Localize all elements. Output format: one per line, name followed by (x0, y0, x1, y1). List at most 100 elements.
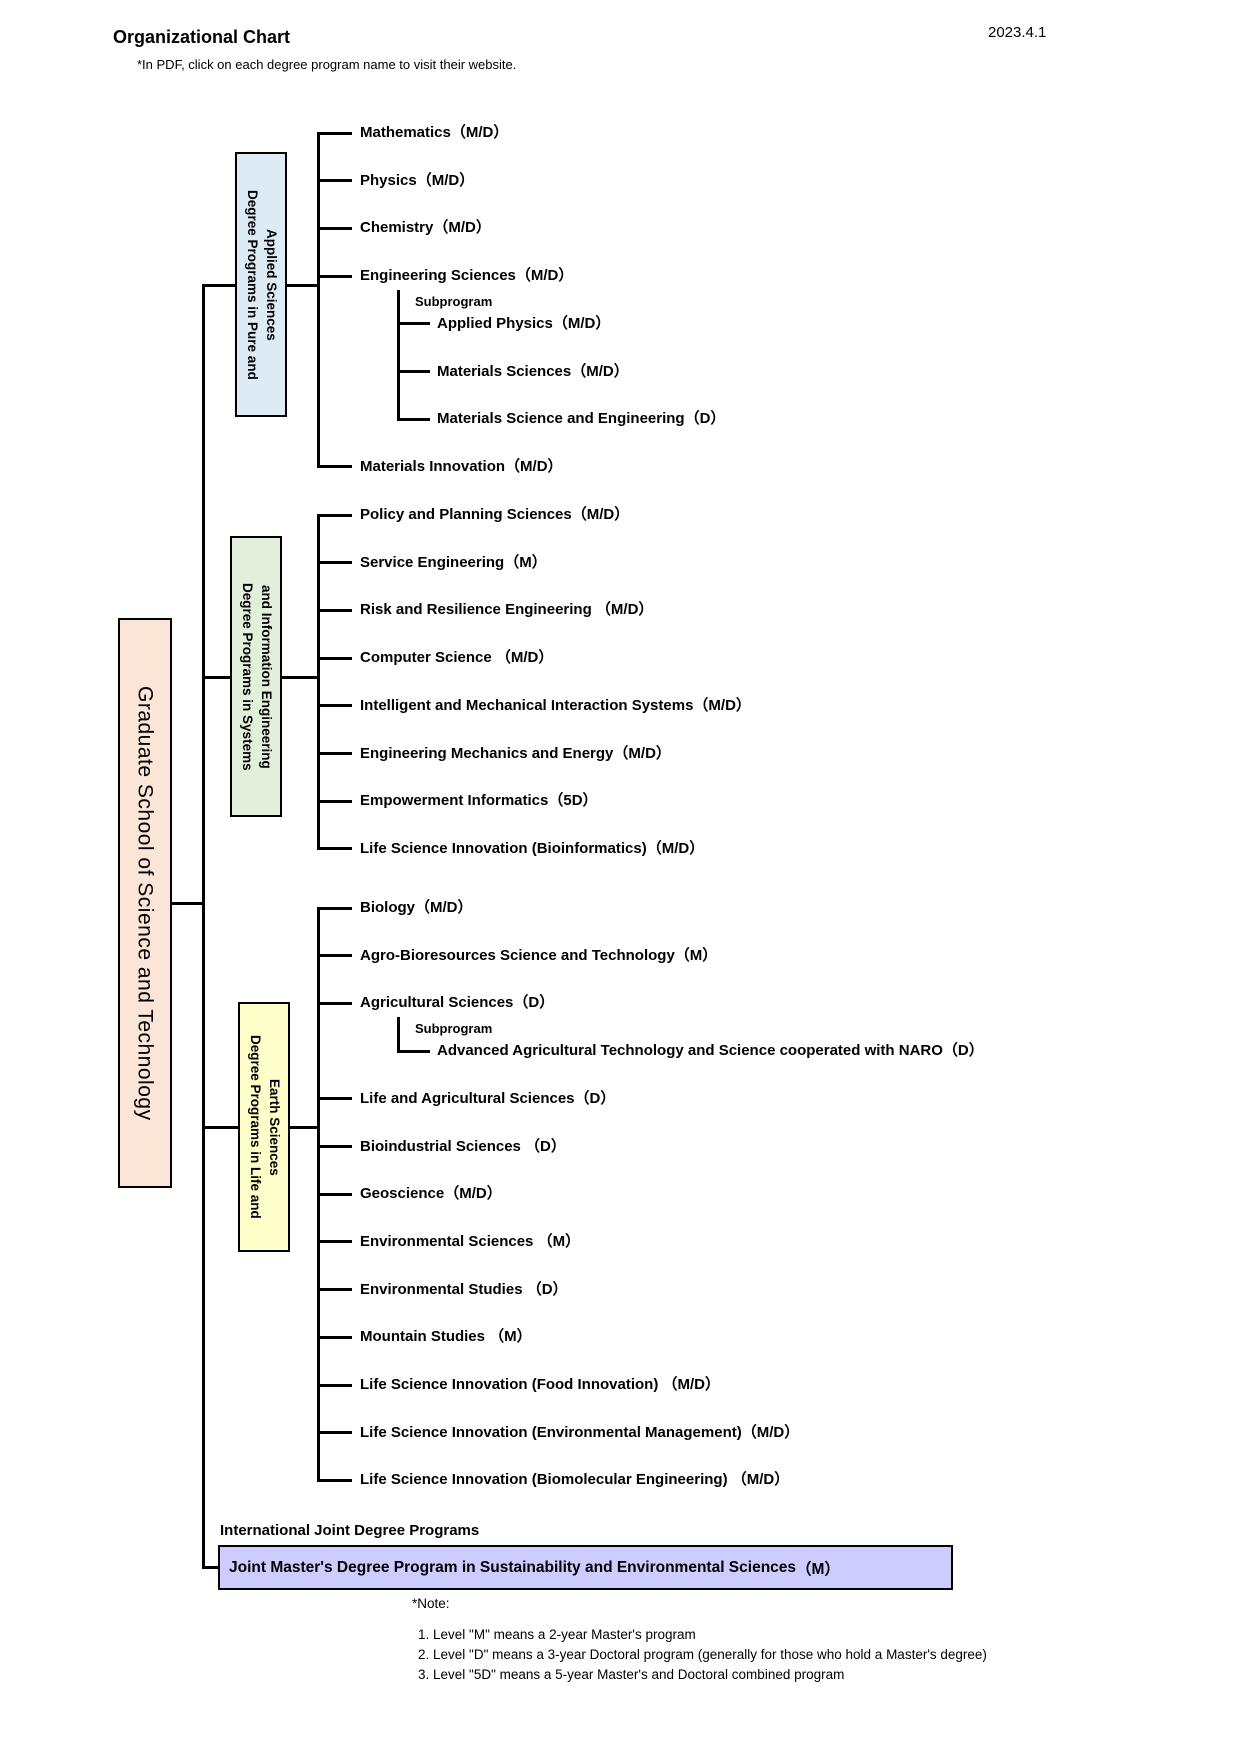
program-tick-line (318, 1431, 352, 1435)
group-connector-left-line (203, 675, 230, 679)
program-name[interactable]: Geoscience (360, 1185, 445, 1203)
program-tick-line (318, 954, 352, 958)
program-tick-line (318, 226, 352, 230)
program-tick-line (318, 906, 352, 910)
group-label-line1: Degree Programs in Life and (248, 1035, 263, 1219)
program-row: Risk and Resilience Engineering （M/D） (360, 600, 653, 620)
program-name[interactable]: Applied Physics (437, 314, 553, 332)
program-name[interactable]: Service Engineering (360, 553, 505, 571)
program-name[interactable]: Life Science Innovation (Food Innovation… (360, 1376, 659, 1393)
program-name[interactable]: Advanced Agricultural Technology and Sci… (437, 1042, 943, 1060)
program-tick-line (318, 1192, 352, 1196)
program-name[interactable]: Intelligent and Mechanical Interaction S… (360, 696, 694, 714)
page-date: 2023.4.1 (988, 24, 1047, 41)
program-tick-line (318, 704, 352, 708)
ijdp-program-name[interactable]: Joint Master's Degree Program in Sustain… (229, 1558, 797, 1576)
program-name[interactable]: Mathematics (360, 124, 451, 141)
note-item: 2. Level "D" means a 3-year Doctoral pro… (418, 1647, 987, 1662)
program-name[interactable]: Engineering Mechanics and Energy (360, 744, 614, 762)
program-name[interactable]: Biology (360, 899, 415, 916)
subprogram-heading: Subprogram (415, 294, 493, 310)
subprogram-spine-line (396, 290, 400, 421)
subprogram-row: Materials Sciences（M/D） (437, 362, 629, 382)
program-row: Life Science Innovation (Food Innovation… (360, 1375, 720, 1395)
program-level: （M/D） (571, 506, 630, 523)
program-tick-line (318, 1288, 352, 1292)
program-name[interactable]: Bioindustrial Sciences (360, 1137, 521, 1155)
program-level: （M） (485, 1328, 532, 1346)
program-tick-line (398, 1049, 430, 1053)
program-tick-line (318, 1478, 352, 1482)
program-name[interactable]: Life Science Innovation (Biomolecular En… (360, 1471, 728, 1489)
program-level: （D） (942, 1042, 984, 1060)
note-block: *Note: 1. Level "M" means a 2-year Maste… (412, 1594, 987, 1685)
program-level: （M/D） (571, 362, 629, 380)
ijdp-heading: International Joint Degree Programs (220, 1522, 480, 1539)
program-level: （M/D） (433, 219, 491, 237)
page-subtitle: *In PDF, click on each degree program na… (137, 57, 517, 72)
program-name[interactable]: Agro-Bioresources Science and Technology (360, 946, 675, 964)
program-name[interactable]: Life and Agricultural Sciences (360, 1089, 575, 1107)
program-row: Geoscience（M/D） (360, 1184, 502, 1204)
program-level: （5D） (548, 792, 598, 810)
program-tick-line (318, 131, 352, 135)
program-name[interactable]: Agricultural Sciences (360, 994, 514, 1012)
program-name[interactable]: Risk and Resilience Engineering (360, 601, 592, 619)
program-level: （M/D） (646, 839, 705, 857)
program-name[interactable]: Chemistry (360, 219, 434, 237)
page-title: Organizational Chart (113, 27, 291, 47)
group-spine-line (316, 906, 320, 1482)
subprogram-row: Advanced Agricultural Technology and Sci… (437, 1041, 984, 1061)
group-connector-right-line (290, 1125, 318, 1129)
program-tick-line (318, 179, 352, 183)
program-name[interactable]: Policy and Planning Sciences (360, 506, 572, 523)
group-spine-line (316, 131, 320, 469)
group-connector-right-line (287, 283, 318, 287)
program-name[interactable]: Physics (360, 171, 417, 189)
program-tick-line (318, 608, 352, 612)
program-name[interactable]: Materials Science and Engineering (437, 410, 685, 428)
program-name[interactable]: Materials Sciences (437, 362, 572, 380)
program-name[interactable]: Empowerment Informatics (360, 792, 549, 810)
program-name[interactable]: Environmental Sciences (360, 1232, 534, 1250)
program-name[interactable]: Mountain Studies (360, 1328, 485, 1346)
program-row: Empowerment Informatics（5D） (360, 791, 598, 811)
program-name[interactable]: Engineering Sciences (360, 267, 516, 285)
program-level: （M/D） (613, 744, 671, 762)
program-name[interactable]: Computer Science (360, 649, 492, 667)
program-tick-line (318, 799, 352, 803)
program-level: （D） (513, 994, 555, 1012)
program-level: （D） (684, 410, 726, 428)
program-tick-line (318, 752, 352, 755)
program-level: （D） (574, 1089, 616, 1107)
program-level: （M/D） (415, 899, 473, 916)
program-name[interactable]: Environmental Studies (360, 1280, 523, 1298)
program-row: Chemistry（M/D） (360, 218, 491, 238)
program-name[interactable]: Life Science Innovation (Bioinformatics) (360, 839, 647, 857)
subprogram-row: Materials Science and Engineering（D） (437, 409, 725, 429)
program-tick-line (318, 1383, 352, 1387)
program-tick-line (318, 1240, 352, 1244)
program-tick-line (318, 274, 352, 278)
program-row: Biology（M/D） (360, 898, 473, 918)
program-level: （M/D） (416, 171, 475, 189)
program-tick-line (318, 1145, 352, 1148)
group-label-line1: Degree Programs in Pure and (245, 189, 260, 380)
program-tick-line (318, 1097, 352, 1101)
program-name[interactable]: Life Science Innovation (Environmental M… (360, 1423, 742, 1441)
program-row: Intelligent and Mechanical Interaction S… (360, 696, 751, 716)
program-row: Engineering Sciences（M/D） (360, 266, 573, 286)
ijdp-box: Joint Master's Degree Program in Sustain… (218, 1545, 953, 1590)
note-item: 1. Level "M" means a 2-year Master's pro… (418, 1627, 696, 1642)
note-item: 3. Level "5D" means a 5-year Master's an… (418, 1667, 845, 1682)
program-row: Life Science Innovation (Biomolecular En… (360, 1470, 789, 1490)
program-row: Policy and Planning Sciences（M/D） (360, 505, 629, 525)
trunk-line (201, 283, 205, 1569)
program-level: （M/D） (693, 696, 751, 714)
program-name[interactable]: Materials Innovation (360, 457, 506, 475)
program-level: （M） (504, 553, 547, 571)
